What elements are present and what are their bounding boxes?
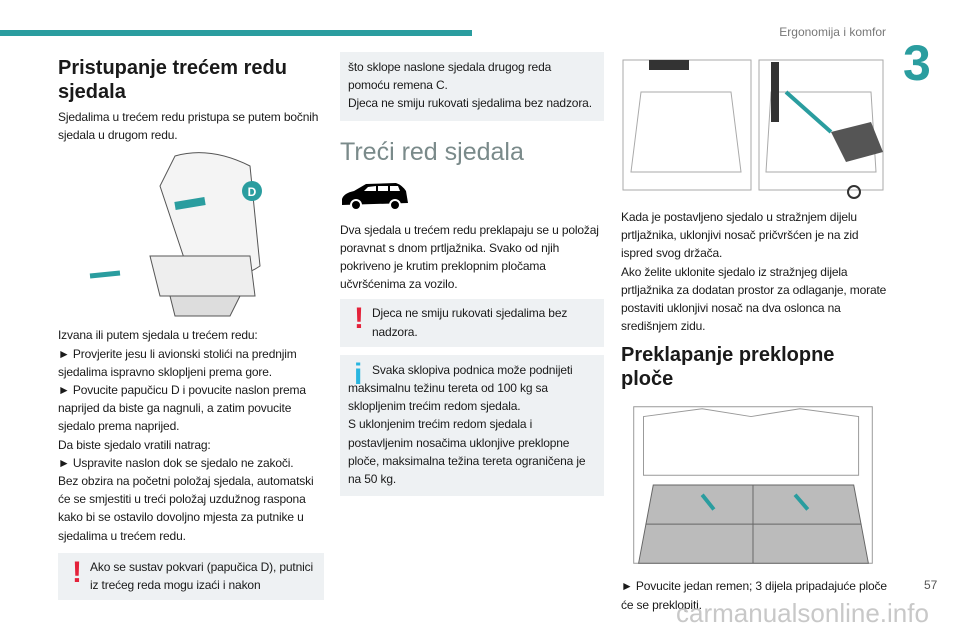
section-title: Ergonomija i komfor	[779, 25, 886, 39]
car-icon	[340, 181, 604, 211]
intro-text: Sjedalima u trećem redu pristupa se pute…	[58, 110, 319, 143]
chapter-heading: Treći red sjedala	[340, 137, 524, 166]
warning-box: ! Djeca ne smiju rukovati sjedalima bez …	[340, 299, 604, 347]
header-accent-bar	[0, 30, 472, 36]
info-text: S uklonjenim trećim redom sjedala i post…	[348, 417, 586, 487]
floor-panel-illustration	[621, 397, 885, 573]
chapter-number: 3	[903, 35, 931, 91]
step-text: ► Povucite jedan remen; 3 dijela pripada…	[621, 579, 887, 612]
warning-box-continued: što sklope naslone sjedala drugog reda p…	[340, 52, 604, 121]
watermark: carmanualsonline.info	[676, 598, 929, 628]
seat-illustration: D	[80, 146, 270, 322]
figure-label: D	[248, 185, 257, 199]
info-icon: i	[354, 357, 363, 391]
column-1: Pristupanje trećem redu sjedala Sjedalim…	[58, 56, 324, 601]
section-heading: Pristupanje trećem redu sjedala	[58, 57, 287, 103]
support-text: Kada je postavljeno sjedalo u stražnjem …	[621, 208, 887, 335]
page-number: 57	[924, 578, 938, 592]
instruction-line: ► Povucite papučicu D i povucite naslon …	[58, 383, 306, 434]
warning-icon: !	[72, 555, 82, 589]
warning-text: Djeca ne smiju rukovati sjedalima bez na…	[372, 306, 568, 339]
paragraph: Dva sjedala u trećem redu preklapaju se …	[340, 222, 599, 292]
column-3: Kada je postavljeno sjedalo u stražnjem …	[621, 52, 887, 614]
instruction-line: ► Uspravite naslon dok se sjedalo ne zak…	[58, 455, 294, 470]
instruction-line: ► Provjerite jesu li avionski stolići na…	[58, 346, 297, 379]
instruction-line: Da biste sjedalo vratili natrag:	[58, 437, 211, 452]
section-heading: Preklapanje preklopne ploče	[621, 344, 835, 391]
warning-text: Djeca ne smiju rukovati sjedalima bez na…	[348, 96, 592, 111]
instructions: Izvana ili putem sjedala u trećem redu: …	[58, 326, 324, 544]
paragraph: Kada je postavljeno sjedalo u stražnjem …	[621, 210, 859, 261]
info-box: i Svaka sklopiva podnica može podnijeti …	[340, 354, 604, 497]
column-2: što sklope naslone sjedala drugog reda p…	[340, 52, 604, 497]
warning-text: Ako se sustav pokvari (papučica D), putn…	[90, 559, 313, 593]
instruction-line: Izvana ili putem sjedala u trećem redu:	[58, 328, 258, 343]
paragraph: Ako želite uklonite sjedalo iz stražnjeg…	[621, 264, 887, 334]
warning-icon: !	[354, 302, 364, 336]
info-text: Svaka sklopiva podnica može podnijeti ma…	[348, 362, 573, 414]
instruction-line: Bez obzira na početni položaj sjedala, a…	[58, 474, 314, 543]
warning-text: što sklope naslone sjedala drugog reda p…	[348, 60, 552, 93]
warning-box: ! Ako se sustav pokvari (papučica D), pu…	[58, 552, 324, 601]
trunk-support-illustration	[621, 52, 885, 204]
